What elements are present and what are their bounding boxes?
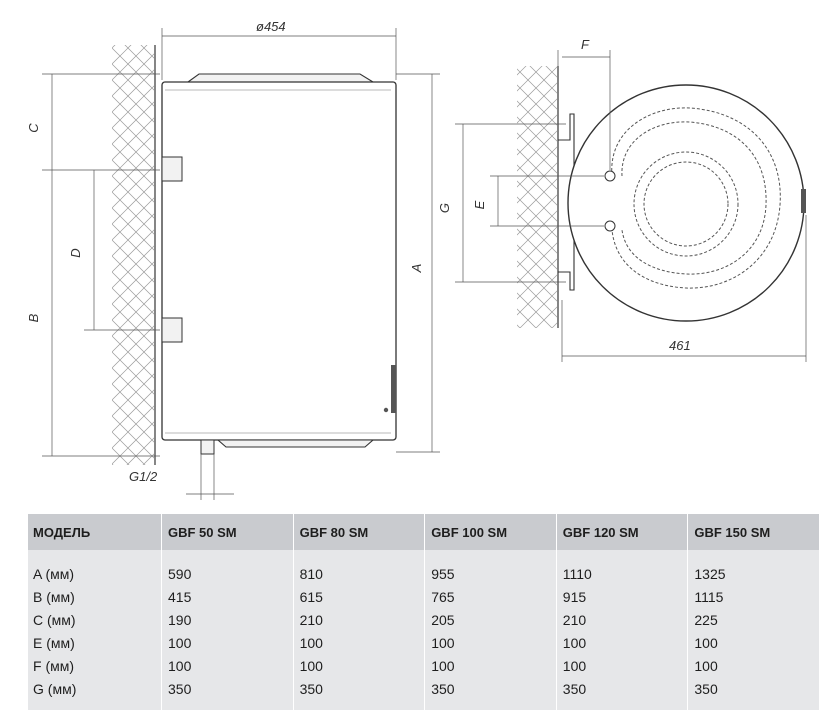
wall-hatch-left (112, 45, 154, 465)
header-gbf-80: GBF 80 SM (293, 514, 426, 550)
heating-element-outer (611, 107, 781, 289)
row-label: A (мм) (28, 550, 162, 585)
table-cell: 100 (161, 654, 294, 677)
table-cell: 350 (293, 677, 426, 710)
c-label: C (26, 123, 41, 133)
table-cell: 350 (556, 677, 689, 710)
table-cell: 350 (687, 677, 820, 710)
header-gbf-50: GBF 50 SM (161, 514, 294, 550)
table-cell: 225 (687, 608, 820, 631)
diameter-label: ø454 (256, 19, 286, 34)
top-view: F G E 461 (437, 37, 807, 362)
indicator-light (383, 407, 389, 413)
lower-pipe-hole (604, 220, 616, 232)
wall-hatch-right (517, 66, 557, 328)
table-cell: 1115 (687, 585, 820, 608)
specifications-table: МОДЕЛЬ GBF 50 SM GBF 80 SM GBF 100 SM GB… (28, 514, 820, 710)
water-pipe (200, 439, 215, 455)
table-cell: 350 (161, 677, 294, 710)
row-label: G (мм) (28, 677, 162, 710)
table-cell: 100 (161, 631, 294, 654)
table-cell: 590 (161, 550, 294, 585)
header-gbf-150: GBF 150 SM (687, 514, 820, 550)
table-cell: 1325 (687, 550, 820, 585)
table-cell: 765 (424, 585, 557, 608)
front-view: G1/2 ø454 A C B D (26, 19, 440, 500)
table-row: E (мм) 100 100 100 100 100 (28, 631, 820, 654)
table-cell: 810 (293, 550, 426, 585)
side-handle (801, 189, 806, 213)
table-cell: 210 (556, 608, 689, 631)
table-row: A (мм) 590 810 955 1110 1325 (28, 550, 820, 585)
row-label: B (мм) (28, 585, 162, 608)
row-label: F (мм) (28, 654, 162, 677)
inner-tube-inner (643, 161, 729, 247)
table-row: F (мм) 100 100 100 100 100 (28, 654, 820, 677)
technical-drawing: G1/2 ø454 A C B D (26, 19, 807, 500)
table-cell: 415 (161, 585, 294, 608)
tank-body (161, 81, 397, 441)
row-label: E (мм) (28, 631, 162, 654)
table-row: C (мм) 190 210 205 210 225 (28, 608, 820, 631)
header-gbf-100: GBF 100 SM (424, 514, 557, 550)
table-cell: 100 (556, 654, 689, 677)
table-cell: 100 (424, 631, 557, 654)
control-knob (391, 365, 396, 413)
a-label: A (409, 264, 424, 274)
upper-mount-bracket (161, 156, 183, 182)
d-label: D (68, 248, 83, 257)
table-cell: 100 (687, 631, 820, 654)
table-header-row: МОДЕЛЬ GBF 50 SM GBF 80 SM GBF 100 SM GB… (28, 514, 820, 550)
lower-mount-bracket (161, 317, 183, 343)
tank-top-cap (186, 73, 375, 83)
table-cell: 615 (293, 585, 426, 608)
table-cell: 100 (293, 631, 426, 654)
table-cell: 955 (424, 550, 557, 585)
table-row: G (мм) 350 350 350 350 350 (28, 677, 820, 710)
upper-pipe-hole (604, 170, 616, 182)
width-label: 461 (669, 338, 691, 353)
table-cell: 190 (161, 608, 294, 631)
table-cell: 1110 (556, 550, 689, 585)
table-cell: 915 (556, 585, 689, 608)
table-cell: 100 (293, 654, 426, 677)
f-label: F (581, 37, 590, 52)
header-gbf-120: GBF 120 SM (556, 514, 689, 550)
table-cell: 100 (424, 654, 557, 677)
b-label: B (26, 313, 41, 322)
header-model: МОДЕЛЬ (28, 514, 162, 550)
table-cell: 205 (424, 608, 557, 631)
table-cell: 100 (556, 631, 689, 654)
table-cell: 100 (687, 654, 820, 677)
g-label: G (437, 203, 452, 213)
table-cell: 210 (293, 608, 426, 631)
e-label: E (472, 200, 487, 209)
row-label: C (мм) (28, 608, 162, 631)
table-cell: 350 (424, 677, 557, 710)
inner-tube-outer (633, 151, 739, 257)
thread-label: G1/2 (129, 469, 158, 484)
table-row: B (мм) 415 615 765 915 1115 (28, 585, 820, 608)
tank-bottom-cap (216, 439, 375, 448)
tank-outline-top (567, 84, 805, 322)
